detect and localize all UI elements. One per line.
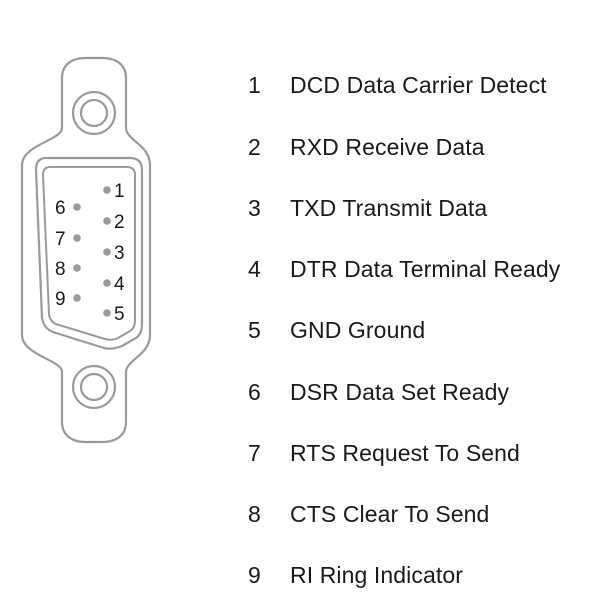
pin-dot-8 <box>73 264 81 272</box>
legend-row-pin-3: 3 TXD Transmit Data <box>248 193 487 223</box>
pin-description: Clear To Send <box>342 501 490 527</box>
pin-dot-1 <box>103 186 111 194</box>
pin-dot-6 <box>73 203 81 211</box>
bottom-screw-hole-outer <box>71 364 117 410</box>
pin-code: RXD <box>290 134 339 160</box>
pin-label-1: 1 <box>114 181 125 202</box>
top-screw-hole-outer <box>71 90 117 136</box>
pin-code: DCD <box>290 72 341 98</box>
pin-dot-9 <box>73 294 81 302</box>
legend-row-pin-7: 7 RTS Request To Send <box>248 438 520 468</box>
pin-label-5: 5 <box>114 304 125 325</box>
pin-description: Transmit Data <box>342 195 488 221</box>
pin-code: TXD <box>290 195 337 221</box>
top-screw-hole-inner <box>79 98 109 128</box>
pin-number: 9 <box>248 562 261 588</box>
pin-number: 4 <box>248 256 261 282</box>
pin-code: DTR <box>290 256 338 282</box>
pin-code: CTS <box>290 501 337 527</box>
legend-row-pin-2: 2 RXD Receive Data <box>248 132 485 162</box>
legend-row-pin-8: 8 CTS Clear To Send <box>248 499 489 529</box>
legend-row-pin-5: 5 GND Ground <box>248 315 425 345</box>
pin-description: Receive Data <box>345 134 485 160</box>
d-shell-inner <box>42 166 136 341</box>
pin-description: Data Carrier Detect <box>346 72 547 98</box>
pin-number: 2 <box>248 134 261 160</box>
pin-label-6: 6 <box>55 198 66 219</box>
d-shell-outer <box>34 156 144 350</box>
db9-connector-diagram: 1 2 3 4 5 6 7 8 9 <box>20 56 152 444</box>
pin-label-7: 7 <box>55 229 66 250</box>
pin-number: 1 <box>248 72 261 98</box>
pin-dot-7 <box>73 234 81 242</box>
pin-number: 5 <box>248 317 261 343</box>
legend-row-pin-1: 1 DCD Data Carrier Detect <box>248 70 547 100</box>
pin-dot-5 <box>103 309 111 317</box>
legend-row-pin-6: 6 DSR Data Set Ready <box>248 377 509 407</box>
pin-code: DSR <box>290 379 339 405</box>
legend-row-pin-9: 9 RI Ring Indicator <box>248 560 463 590</box>
connector-flange-outline <box>20 56 152 444</box>
pin-dot-3 <box>103 248 111 256</box>
pin-label-8: 8 <box>55 259 66 280</box>
pin-code: RI <box>290 562 314 588</box>
pin-label-9: 9 <box>55 289 66 310</box>
pin-dot-4 <box>103 279 111 287</box>
pin-number: 7 <box>248 440 261 466</box>
pin-code: GND <box>290 317 342 343</box>
bottom-screw-hole-inner <box>79 372 109 402</box>
pin-label-3: 3 <box>114 243 125 264</box>
pin-number: 3 <box>248 195 261 221</box>
pin-label-4: 4 <box>114 274 125 295</box>
pin-number: 8 <box>248 501 261 527</box>
pin-dot-2 <box>103 217 111 225</box>
legend-row-pin-4: 4 DTR Data Terminal Ready <box>248 254 560 284</box>
pin-number: 6 <box>248 379 261 405</box>
pin-description: Request To Send <box>342 440 520 466</box>
pin-description: Data Set Ready <box>345 379 510 405</box>
pin-description: Data Terminal Ready <box>344 256 561 282</box>
pin-label-2: 2 <box>114 212 125 233</box>
pin-description: Ground <box>347 317 426 343</box>
pin-code: RTS <box>290 440 336 466</box>
pin-description: Ring Indicator <box>319 562 464 588</box>
